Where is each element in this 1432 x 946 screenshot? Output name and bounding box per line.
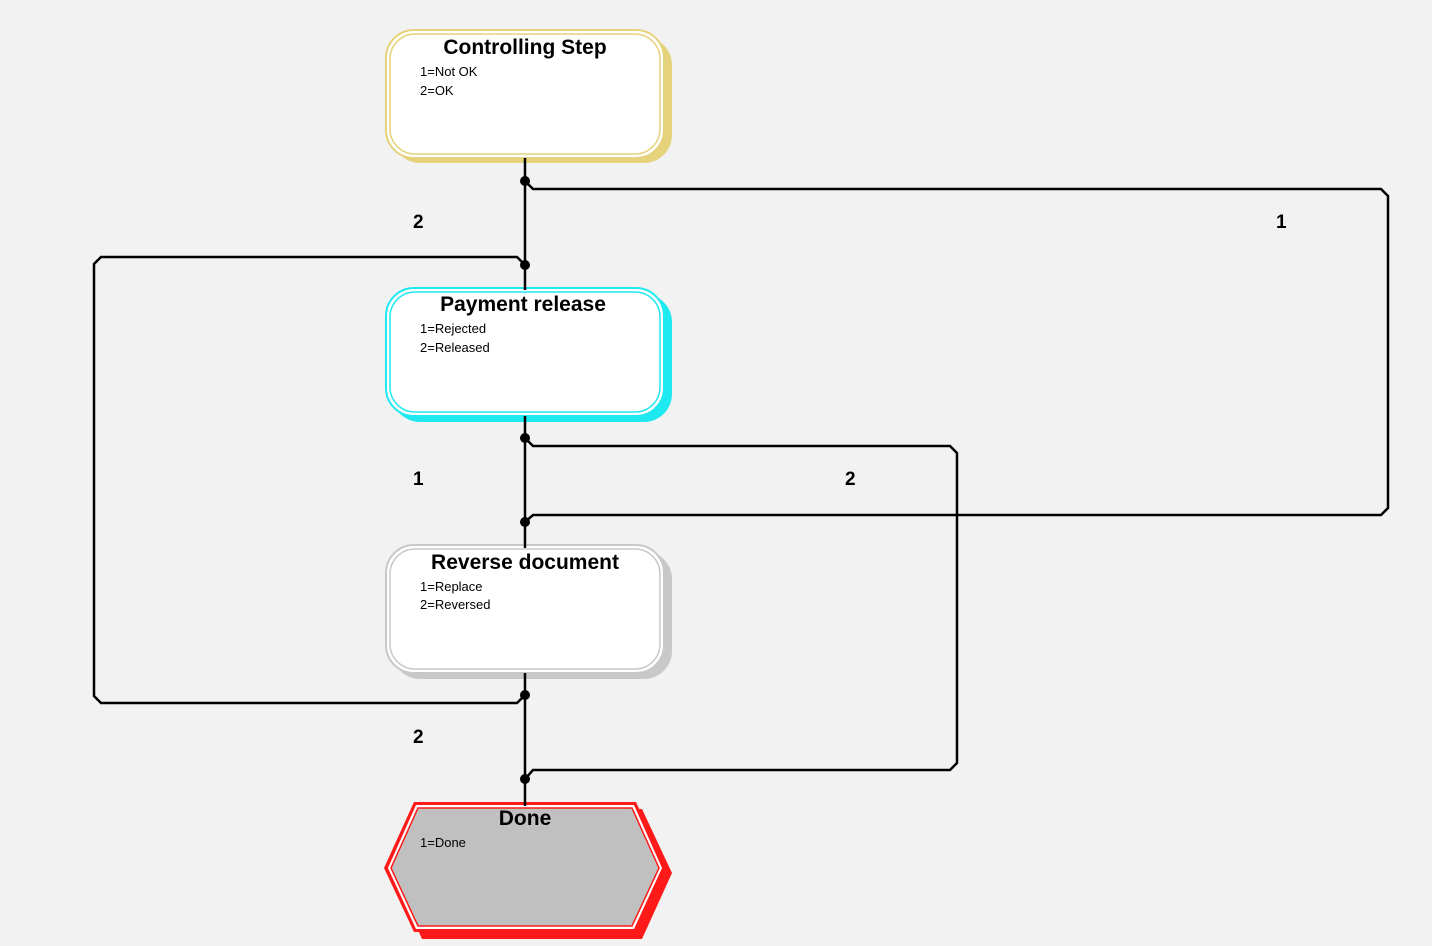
node-controlling-step[interactable] (385, 29, 672, 163)
junction-dots (520, 176, 530, 784)
controlling-step-outcome-1: 1=Not OK (420, 64, 478, 79)
done-title: Done (498, 807, 552, 830)
connector-controlling-not-ok (524, 180, 1390, 523)
junction-dot (520, 260, 530, 270)
controlling-step-outcome-2: 2=OK (420, 83, 454, 98)
node-fill (390, 807, 660, 927)
reverse-document-title: Reverse document (431, 551, 619, 574)
connectors (92, 158, 1390, 806)
payment-release-outcome-1: 1=Rejected (420, 321, 487, 336)
node-inner-border (389, 291, 661, 413)
junction-dot (520, 433, 530, 443)
reverse-document-outcome-2: 2=Reversed (420, 597, 491, 612)
node-inner-border (389, 548, 661, 670)
node-inner-border (389, 33, 661, 155)
done-outcome-1: 1=Done (420, 835, 466, 850)
node-reverse-document[interactable] (385, 544, 672, 679)
junction-dot (520, 176, 530, 186)
controlling-step-title: Controlling Step (443, 36, 607, 59)
node-done[interactable] (384, 802, 672, 939)
junction-dot (520, 517, 530, 527)
payment-release-title: Payment release (440, 293, 606, 316)
edge-label-payment-released: 2 (845, 469, 856, 490)
edge-label-controlling-not-ok: 1 (1276, 212, 1287, 233)
junction-dot (520, 690, 530, 700)
node-payment-release[interactable] (385, 287, 672, 422)
edge-label-reverse-reversed: 2 (413, 727, 424, 748)
connector-reverse-replace (92, 255, 526, 705)
connector-payment-released (524, 437, 959, 780)
edge-label-controlling-ok: 2 (413, 212, 424, 233)
edge-label-payment-rejected: 1 (413, 469, 424, 490)
junction-dot (520, 774, 530, 784)
payment-release-outcome-2: 2=Released (420, 340, 490, 355)
reverse-document-outcome-1: 1=Replace (420, 579, 483, 594)
